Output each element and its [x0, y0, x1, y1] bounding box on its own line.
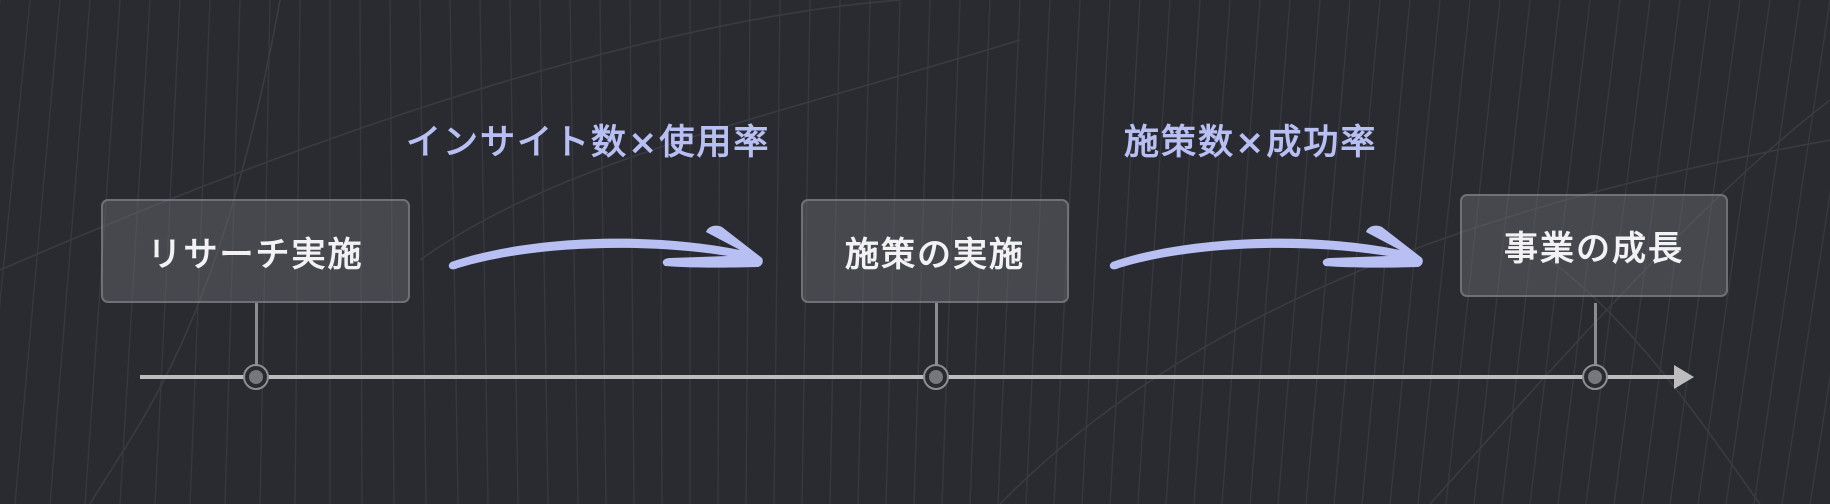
transition-arrow-icon — [1109, 225, 1423, 270]
stage-label-research: リサーチ実施 — [147, 234, 364, 275]
connector-research — [255, 303, 258, 376]
timeline-marker-growth — [1582, 364, 1608, 390]
transition-label-measures: 施策数×成功率 — [1124, 123, 1378, 163]
stage-box-implementation: 施策の実施 — [801, 199, 1069, 303]
connector-implementation — [935, 303, 938, 376]
stage-box-research: リサーチ実施 — [101, 199, 410, 303]
transition-arrow-icon — [448, 225, 763, 270]
stage-label-implementation: 施策の実施 — [845, 234, 1025, 275]
stage-label-growth: 事業の成長 — [1504, 229, 1684, 269]
timeline-arrowhead-icon — [1674, 365, 1694, 389]
transition-label-insight: インサイト数×使用率 — [406, 123, 771, 163]
timeline-marker-implementation — [923, 364, 949, 390]
timeline-marker-research — [243, 364, 269, 390]
connector-growth — [1594, 303, 1597, 376]
stage-box-growth: 事業の成長 — [1460, 194, 1728, 297]
timeline-axis — [140, 365, 1694, 389]
